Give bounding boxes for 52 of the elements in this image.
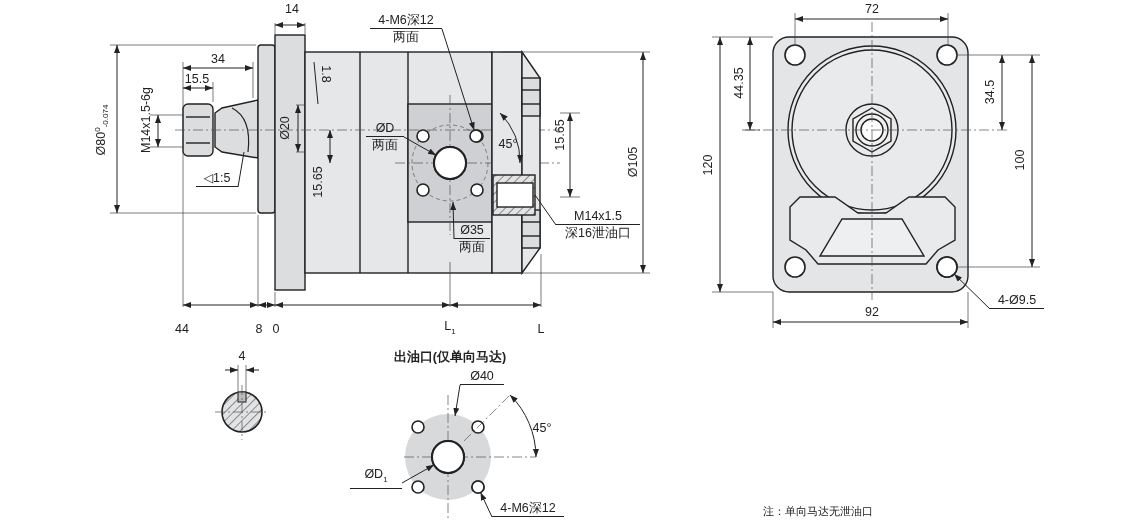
dimension-value: 44.35 bbox=[731, 67, 747, 99]
dimension-value: 14 bbox=[285, 1, 299, 17]
port-bore bbox=[431, 440, 465, 474]
leader-line bbox=[453, 384, 461, 417]
dimension-value: M14x1.5-6g bbox=[138, 87, 154, 153]
note-text: 注：单向马达无泄油口 bbox=[763, 504, 873, 519]
bolt-hole bbox=[471, 480, 485, 494]
callout-label: M14x1.5 bbox=[556, 208, 640, 225]
dimension-value: Ø20 bbox=[277, 116, 293, 140]
leader-line bbox=[480, 491, 493, 518]
callout-label: 两面 bbox=[392, 29, 420, 45]
dimension-value: 100 bbox=[1012, 149, 1028, 171]
dimension-value: 34 bbox=[211, 51, 225, 67]
callout-label: Ø40 bbox=[460, 368, 504, 385]
leader-line bbox=[534, 194, 557, 226]
bolt-hole bbox=[469, 129, 483, 143]
dimension-value: 4 bbox=[238, 348, 246, 364]
dimension-value: 45° bbox=[532, 420, 552, 436]
callout-label: 4-M6深12 bbox=[492, 500, 564, 517]
dimension-value: Ø105 bbox=[625, 146, 641, 178]
dimension-value: 120 bbox=[700, 154, 716, 176]
dimension-value: L bbox=[537, 321, 545, 337]
dimension-value: 44 bbox=[175, 321, 189, 337]
leader-line bbox=[953, 273, 991, 310]
dimension-value: L$_{1}$ bbox=[444, 318, 456, 338]
leader-line bbox=[441, 28, 475, 131]
leader-line bbox=[237, 151, 245, 188]
dimension-value: 0 bbox=[272, 321, 280, 337]
callout-label: 4-M6深12 bbox=[370, 12, 442, 29]
callout-label: 4-Ø9.5 bbox=[990, 292, 1044, 309]
callout-label: 两面 bbox=[371, 137, 399, 153]
drain-port-drawing bbox=[492, 174, 536, 216]
callout-label: Ø35 bbox=[454, 222, 490, 239]
dimension-value: 8 bbox=[255, 321, 263, 337]
dimension-value: 1.8 bbox=[318, 65, 334, 83]
callout-label: ◁1:5 bbox=[196, 170, 238, 187]
callout-label: ØD$_{1}$ bbox=[350, 466, 402, 489]
dimension-value: 34.5 bbox=[982, 79, 998, 105]
callout-label: 深16泄油口 bbox=[564, 225, 632, 241]
dimension-value: 15.65 bbox=[552, 119, 568, 151]
view-title: 出油口(仅单向马达) bbox=[393, 349, 507, 365]
dimension-value: 92 bbox=[865, 304, 879, 320]
leader-line bbox=[401, 464, 435, 484]
callout-label: ØD bbox=[366, 120, 404, 137]
callout-label: 两面 bbox=[458, 239, 486, 255]
dimension-value: 72 bbox=[865, 1, 879, 17]
port-bore bbox=[433, 146, 467, 180]
leader-line bbox=[450, 201, 457, 240]
leader-line bbox=[403, 136, 437, 156]
dimension-value: 15.5 bbox=[184, 71, 210, 87]
dimension-value: 15.65 bbox=[310, 166, 326, 198]
dimension-value: 45° bbox=[498, 136, 518, 152]
